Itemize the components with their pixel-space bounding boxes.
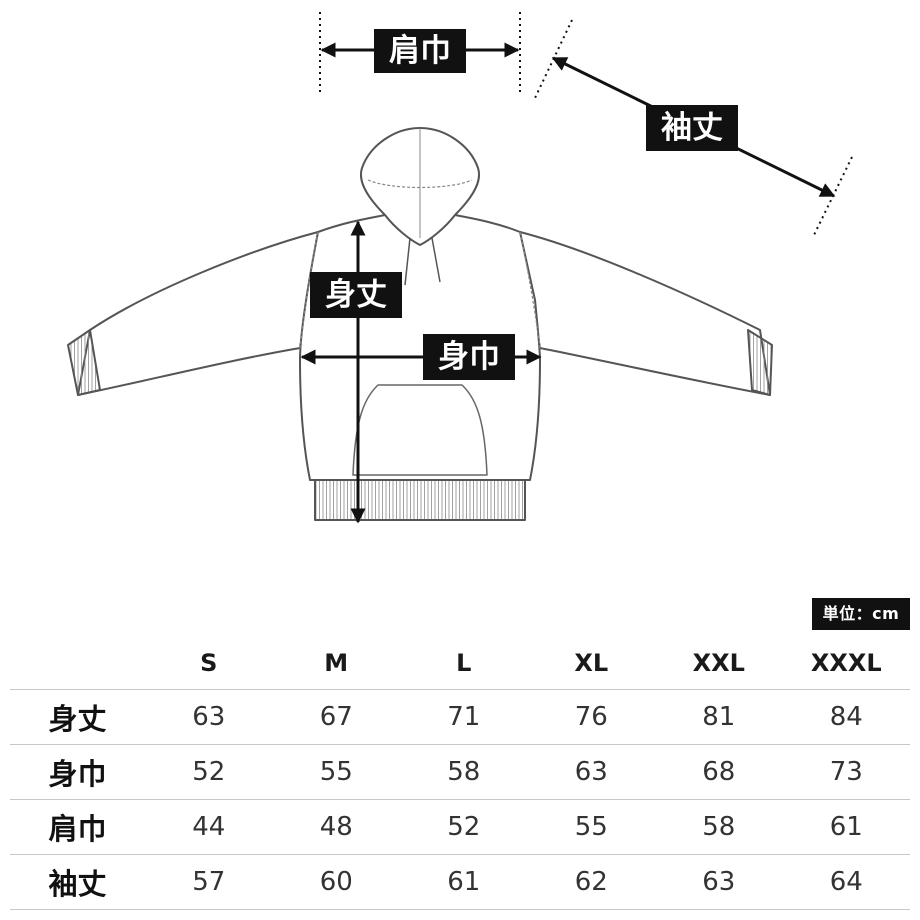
- right-sleeve: [519, 231, 771, 396]
- right-cuff: [747, 329, 773, 396]
- table-cell: 48: [272, 799, 400, 855]
- table-cell: 62: [527, 854, 655, 910]
- table-cell: 61: [400, 854, 528, 910]
- table-cell: 58: [400, 744, 528, 800]
- table-row: 肩巾 44 48 52 55 58 61: [10, 799, 910, 855]
- table-cell: 63: [145, 689, 273, 745]
- hoodie-measurement-diagram: 肩巾 袖丈 身丈 身巾: [67, 12, 853, 524]
- waistband-rib: [314, 479, 526, 521]
- row-label: 身巾: [10, 744, 145, 800]
- table-cell: 68: [655, 744, 783, 800]
- table-cell: 67: [272, 689, 400, 745]
- corner-cell: [10, 636, 145, 690]
- label-chest: 身巾: [423, 334, 515, 380]
- table-cell: 84: [782, 689, 910, 745]
- size-header: XXL: [692, 648, 745, 677]
- table-cell: 52: [400, 799, 528, 855]
- table-cell: 58: [655, 799, 783, 855]
- size-header: XXXL: [810, 648, 882, 677]
- table-cell: 52: [145, 744, 273, 800]
- row-label: 肩巾: [10, 799, 145, 855]
- table-cell: 63: [527, 744, 655, 800]
- table-cell: 44: [145, 799, 273, 855]
- table-cell: 55: [527, 799, 655, 855]
- table-cell: 61: [782, 799, 910, 855]
- table-cell: 60: [272, 854, 400, 910]
- table-cell: 57: [145, 854, 273, 910]
- table-cell: 73: [782, 744, 910, 800]
- svg-text:身巾: 身巾: [438, 339, 500, 375]
- table-row: 袖丈 57 60 61 62 63 64: [10, 854, 910, 910]
- size-header: L: [456, 648, 472, 677]
- size-header: XL: [574, 648, 609, 677]
- unit-badge: 単位：cm: [812, 598, 910, 630]
- table-cell: 63: [655, 854, 783, 910]
- label-length: 身丈: [310, 272, 402, 318]
- size-header: S: [200, 648, 218, 677]
- table-cell: 76: [527, 689, 655, 745]
- svg-text:身丈: 身丈: [325, 277, 387, 313]
- label-shoulder: 肩巾: [374, 29, 466, 73]
- size-header: M: [324, 648, 349, 677]
- table-cell: 64: [782, 854, 910, 910]
- hoodie-outline: [67, 127, 773, 521]
- table-row: 身巾 52 55 58 63 68 73: [10, 744, 910, 800]
- svg-text:肩巾: 肩巾: [389, 33, 451, 69]
- label-sleeve: 袖丈: [646, 105, 738, 151]
- row-label: 袖丈: [10, 854, 145, 910]
- size-header-row: S M L XL XXL XXXL: [10, 636, 910, 690]
- table-cell: 55: [272, 744, 400, 800]
- size-table: S M L XL XXL XXXL 身丈 63 67 71 76 81 84 身…: [10, 636, 910, 910]
- svg-text:袖丈: 袖丈: [661, 110, 723, 146]
- table-cell: 71: [400, 689, 528, 745]
- row-label: 身丈: [10, 689, 145, 745]
- left-cuff: [67, 329, 101, 396]
- left-sleeve: [77, 231, 319, 396]
- table-cell: 81: [655, 689, 783, 745]
- table-row: 身丈 63 67 71 76 81 84: [10, 689, 910, 745]
